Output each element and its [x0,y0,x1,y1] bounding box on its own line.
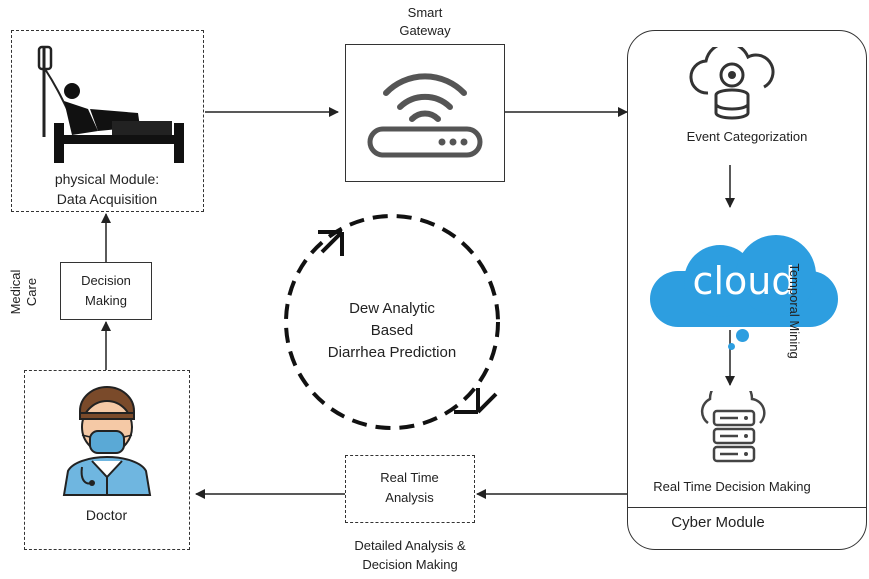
physical-module-box: physical Module: Data Acquisition [11,30,204,212]
wifi-router-icon [367,73,483,158]
cyber-module-divider [628,507,866,508]
temporal-mining-label: Temporal Mining [787,263,802,359]
decision-making-label: Decision Making [81,273,131,308]
cloud-icon: cloud [644,231,844,350]
detailed-analysis-caption: Detailed Analysis & Decision Making [354,538,466,572]
doctor-box: Doctor [24,370,190,550]
doctor-label: Doctor [85,507,128,523]
event-categorization-label: Event Categorization [686,129,808,144]
dew-cycle-ring [284,214,500,430]
cloud-server-icon [700,391,766,463]
smart-gateway-box [345,44,505,182]
doctor-mask-icon [62,386,152,496]
cycle-arrowhead-top-icon [318,230,344,256]
cyber-module-box: Event Categorization cloud Temporal Mini… [627,30,867,550]
real-time-analysis-label: Real Time Analysis [380,470,439,505]
dew-analytic-label: Dew Analytic Based Diarrhea Prediction [327,300,457,361]
smart-gateway-title: Smart Gateway [399,5,451,38]
physical-module-label: physical Module: Data Acquisition [54,171,160,207]
cloud-word: cloud [692,259,796,303]
real-time-decision-making-label: Real Time Decision Making [653,479,811,494]
cloud-database-gear-icon [689,47,775,120]
patient-bed-icon [37,45,184,163]
cyber-module-title: Cyber Module [671,514,765,531]
real-time-analysis-box: Real Time Analysis [345,455,475,523]
cycle-arrowhead-bottom-icon [454,388,498,414]
medical-care-label: Medical Care [8,269,39,315]
decision-making-box: Decision Making [60,262,152,320]
